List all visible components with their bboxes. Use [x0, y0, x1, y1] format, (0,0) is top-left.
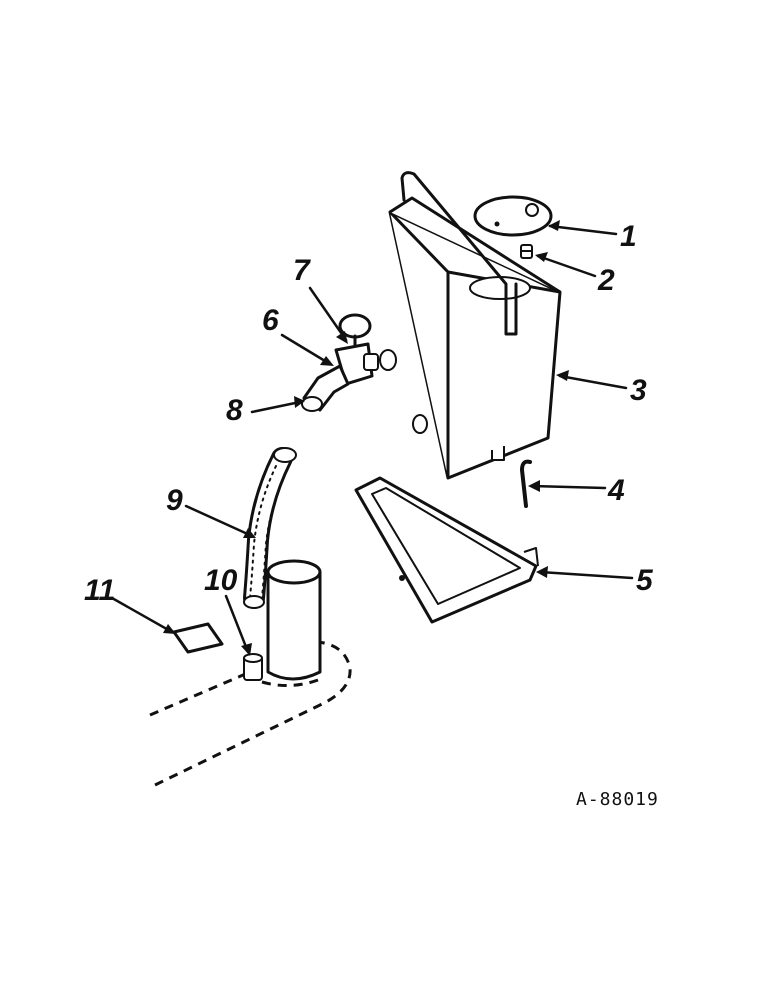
callout-8: 8: [226, 394, 243, 427]
retaining-pin: [520, 459, 532, 508]
valve-assembly: [301, 313, 379, 412]
flexible-hose: [243, 447, 297, 609]
callout-7: 7: [293, 254, 311, 287]
water-tank: [379, 171, 562, 480]
tank-support-bracket: [354, 476, 539, 624]
tank-cap: [473, 195, 553, 237]
gasket: [172, 622, 224, 654]
figure-id: A-88019: [576, 789, 659, 810]
callout-10: 10: [204, 564, 238, 597]
filler-pipe: [266, 559, 322, 681]
callout-2: 2: [597, 264, 615, 297]
callout-11: 11: [84, 574, 115, 607]
callout-5: 5: [636, 564, 654, 597]
base-casting-outline: [149, 640, 352, 787]
cap-chain-fitting: [520, 244, 533, 259]
callout-4: 4: [607, 474, 625, 507]
callout-numbers: 1 2 3 4 5 6 7 8 9 10 11: [84, 220, 654, 607]
callout-3: 3: [630, 374, 647, 407]
callout-1: 1: [620, 220, 637, 253]
leader-lines: [110, 220, 634, 656]
callout-6: 6: [262, 304, 279, 337]
callout-9: 9: [166, 484, 183, 517]
hose-connector: [243, 653, 263, 681]
